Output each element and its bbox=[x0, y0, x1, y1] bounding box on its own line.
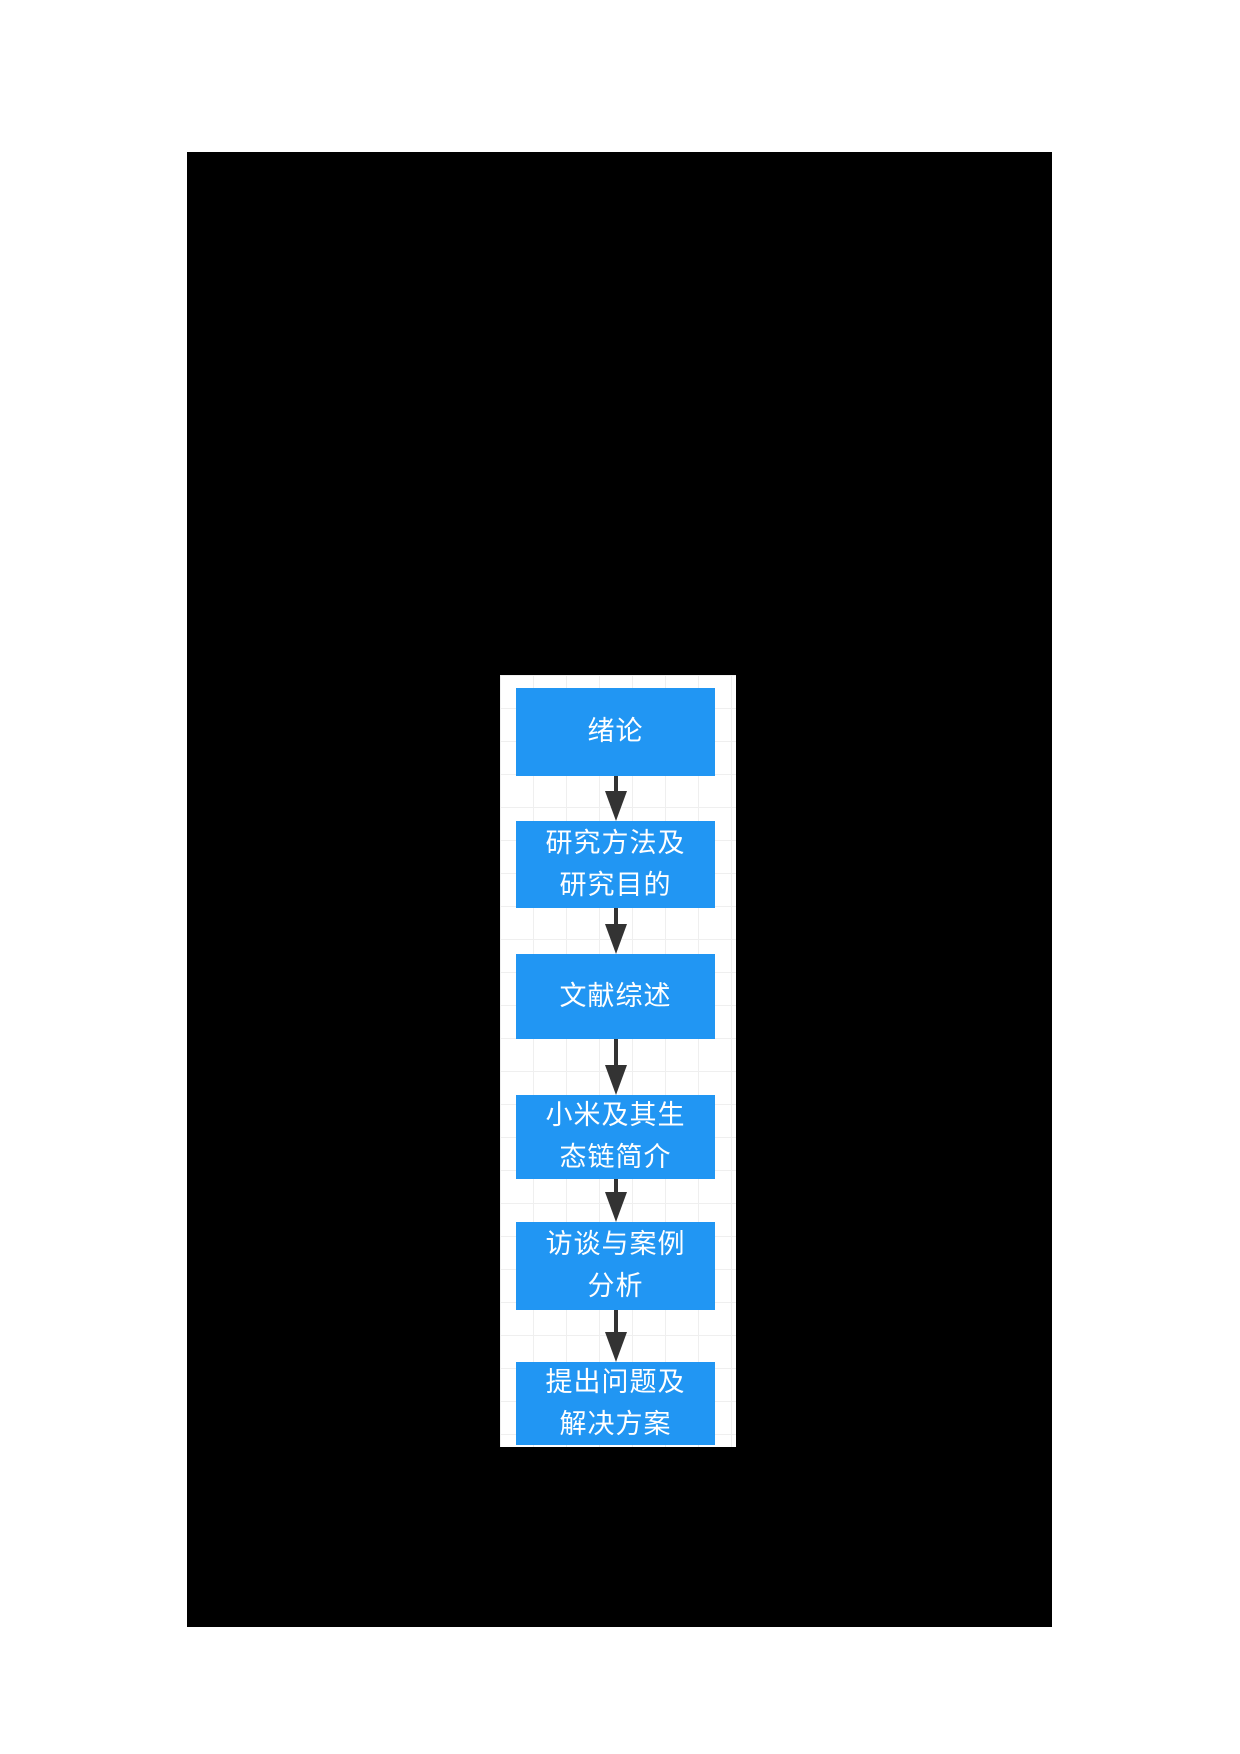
down-arrow-icon bbox=[605, 1179, 627, 1222]
arrow-head bbox=[605, 1332, 627, 1362]
flow-node-literature-review: 文献综述 bbox=[516, 954, 715, 1039]
arrow-shaft bbox=[614, 1039, 618, 1067]
arrow-head bbox=[605, 1065, 627, 1095]
diagram-canvas: 绪论 研究方法及 研究目的 文献综述 小米及其生 态链简介 访谈与案例 分析 bbox=[500, 675, 736, 1447]
arrow-shaft bbox=[614, 1179, 618, 1194]
down-arrow-icon bbox=[605, 908, 627, 954]
arrow-shaft bbox=[614, 908, 618, 926]
flow-node-research-methods-and-purpose: 研究方法及 研究目的 bbox=[516, 821, 715, 908]
down-arrow-icon bbox=[605, 776, 627, 821]
flow-node-interview-case-analysis: 访谈与案例 分析 bbox=[516, 1222, 715, 1310]
down-arrow-icon bbox=[605, 1039, 627, 1095]
down-arrow-icon bbox=[605, 1310, 627, 1362]
arrow-shaft bbox=[614, 776, 618, 793]
flow-node-introduction: 绪论 bbox=[516, 688, 715, 776]
arrow-head bbox=[605, 1192, 627, 1222]
flow-node-xiaomi-ecosystem-intro: 小米及其生 态链简介 bbox=[516, 1095, 715, 1179]
slide-black-background: 绪论 研究方法及 研究目的 文献综述 小米及其生 态链简介 访谈与案例 分析 bbox=[187, 152, 1052, 1627]
arrow-head bbox=[605, 791, 627, 821]
arrow-head bbox=[605, 924, 627, 954]
flow-node-problems-and-solutions: 提出问题及 解决方案 bbox=[516, 1362, 715, 1445]
arrow-shaft bbox=[614, 1310, 618, 1334]
